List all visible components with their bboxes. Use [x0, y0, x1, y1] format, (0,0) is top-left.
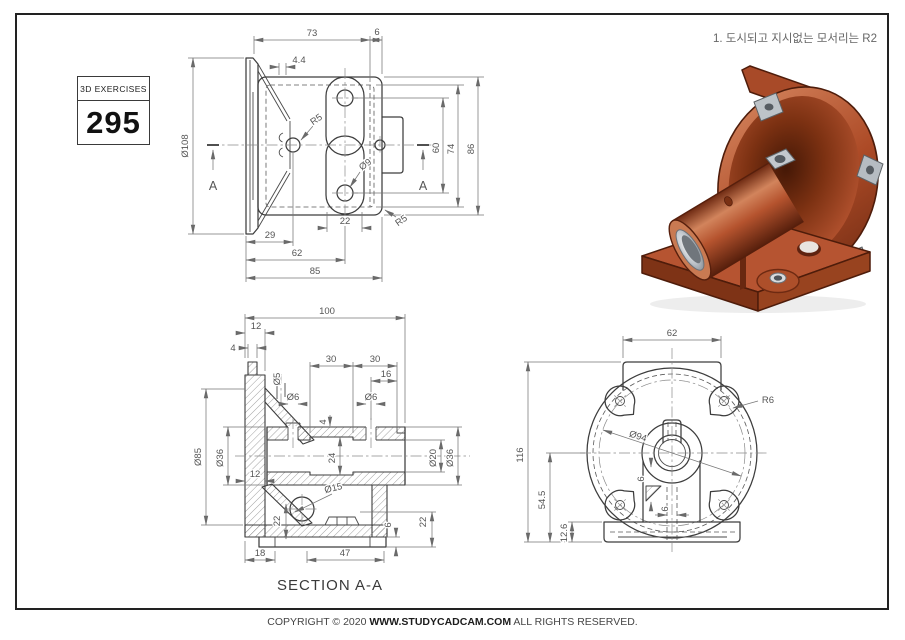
front-view-svg: 73 6 4.4 Ø108 60 74 86 22 29 62 85 [179, 26, 484, 282]
dim-22-right: 22 [418, 517, 429, 528]
section-mark-a-right: A [419, 179, 428, 193]
badge-title: 3D EXERCISES [78, 77, 149, 101]
base-front-lug [756, 268, 800, 294]
dim-116: 116 [515, 447, 526, 462]
copyright-site: WWW.STUDYCADCAM.COM [369, 616, 512, 628]
dim-29: 29 [265, 230, 276, 241]
dim-30b: 30 [370, 354, 381, 365]
dim-85: 85 [310, 266, 321, 277]
dim-62: 62 [667, 328, 678, 339]
iso-3d-part [641, 65, 884, 313]
dim-dia5: Ø5 [272, 373, 283, 386]
dim-4-4: 4.4 [292, 55, 305, 66]
section-view-svg: 100 12 4 30 30 16 Ø5 Ø6 Ø6 Ø85 [192, 305, 470, 563]
sheet-border-frame [15, 13, 889, 610]
section-view-title: SECTION A-A [276, 577, 384, 594]
dim-6-rib: 6 [636, 476, 647, 481]
dim-86: 86 [466, 144, 477, 155]
dim-22: 22 [340, 216, 351, 227]
section-view-geometry [235, 361, 470, 548]
copyright-suffix: ALL RIGHTS RESERVED. [511, 616, 638, 628]
dim-dia9: Ø9 [357, 157, 374, 173]
dim-dia20: Ø20 [428, 449, 439, 467]
barrel-side-hole [724, 196, 733, 207]
dim-74: 74 [446, 144, 457, 155]
rear-view-svg: 62 116 54.5 12.6 R6 Ø94 6 6 [514, 327, 776, 552]
dim-16: 16 [381, 369, 392, 380]
dim-62: 62 [292, 248, 303, 259]
dim-r6: R6 [762, 395, 774, 406]
iso-3d-render-svg [641, 65, 884, 313]
dim-60: 60 [431, 143, 442, 154]
dim-dia85: Ø85 [193, 448, 204, 466]
barrel-cylinder [668, 162, 804, 281]
dim-dia94: Ø94 [628, 429, 648, 445]
top-bolt-boss [765, 148, 796, 170]
section-mark-a-left: A [209, 179, 218, 193]
dim-18: 18 [255, 548, 266, 559]
dim-4-lip: 4 [230, 343, 235, 354]
dim-6-foot: 6 [383, 522, 394, 527]
dim-dia108: Ø108 [180, 134, 191, 157]
front-view-dimensions: 73 6 4.4 Ø108 60 74 86 22 29 62 85 [179, 26, 484, 282]
dim-47: 47 [340, 548, 351, 559]
section-view-dimensions: 100 12 4 30 30 16 Ø5 Ø6 Ø6 Ø85 [192, 305, 462, 563]
dim-dia36-right: Ø36 [445, 449, 456, 467]
dim-100: 100 [319, 306, 335, 317]
dim-dia6-left: Ø6 [287, 392, 300, 403]
dim-dia6-right: Ø6 [365, 392, 378, 403]
dim-24: 24 [327, 453, 338, 464]
section-cut-marks: A A [207, 144, 429, 194]
exercise-badge: 3D EXERCISES 295 [77, 76, 150, 145]
dim-12-low: 12 [250, 469, 261, 480]
dim-73: 73 [307, 28, 318, 39]
dim-6: 6 [374, 27, 379, 38]
rear-view-dimensions: 62 116 54.5 12.6 R6 Ø94 6 6 [514, 327, 776, 544]
flange-tab-right [856, 154, 884, 186]
dim-30a: 30 [326, 354, 337, 365]
flange-corner-tabs [604, 385, 740, 521]
copyright-prefix: COPYRIGHT © 2020 [267, 616, 370, 628]
dim-r5-hole: R5 [308, 112, 324, 128]
dim-54-5: 54.5 [537, 491, 548, 510]
dim-4-wall: 4 [318, 419, 329, 424]
badge-number: 295 [86, 104, 141, 140]
dim-22-left: 22 [272, 516, 283, 527]
dim-6-slot: 6 [660, 506, 671, 511]
front-view-geometry [208, 57, 442, 235]
rear-view-geometry [580, 348, 768, 552]
dim-dia36-left: Ø36 [215, 449, 226, 467]
dim-12-6: 12.6 [559, 524, 570, 543]
drawing-note: 1. 도시되고 지시없는 모서리는 R2 [712, 33, 877, 45]
copyright-line: COPYRIGHT © 2020 WWW.STUDYCADCAM.COM ALL… [0, 616, 905, 628]
dim-12-top: 12 [251, 321, 262, 332]
flange-tab-top [753, 92, 784, 122]
